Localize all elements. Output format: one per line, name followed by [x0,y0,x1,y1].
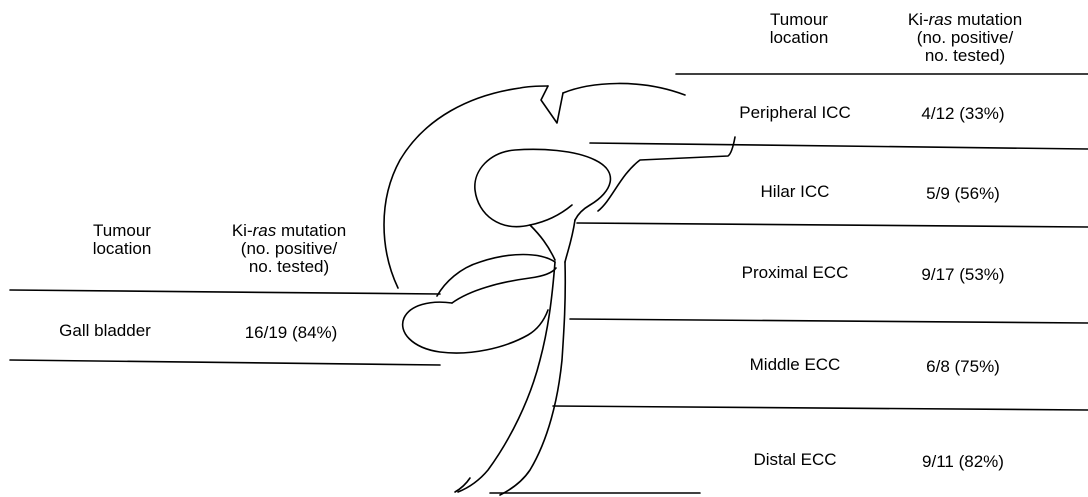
row-location: Middle ECC [722,355,868,374]
liver-notch [541,86,563,123]
right-hepatic-duct [565,220,575,262]
left-header-mutation-line2: (no. positive/ [208,240,370,258]
rule-right-3 [570,319,1088,323]
row-value: 9/17 (53%) [902,265,1024,284]
cbd-right [500,262,565,495]
rule-right-1 [590,143,1088,149]
row-location: Peripheral ICC [722,103,868,122]
rule-right-2 [577,223,1088,227]
row-value: 16/19 (84%) [226,323,356,342]
row-value: 6/8 (75%) [902,357,1024,376]
right-header-mutation-line3: no. tested) [884,47,1046,65]
right-header-mutation: Ki-ras mutation (no. positive/ no. teste… [884,11,1046,65]
right-hepatic-tail [598,137,735,211]
rule-left-top [10,290,440,294]
left-header-mutation: Ki-ras mutation (no. positive/ no. teste… [208,222,370,276]
left-header-location-line2: location [80,240,164,258]
row-location: Hilar ICC [722,182,868,201]
right-header-location: Tumour location [757,11,841,47]
row-location: Distal ECC [722,450,868,469]
rule-left-bottom [10,360,440,365]
liver-outline [384,86,548,288]
row-location: Proximal ECC [722,263,868,282]
gallbladder [403,302,548,353]
row-value: 9/11 (82%) [902,452,1024,471]
left-header-mutation-line1: Ki-ras mutation [208,222,370,240]
right-header-mutation-line2: (no. positive/ [884,29,1046,47]
right-header-location-line2: location [757,29,841,47]
cystic-duct-upper [437,255,555,297]
cystic-duct-lower [452,268,556,303]
rule-right-4 [553,406,1088,410]
row-location: Gall bladder [25,321,185,340]
hepatic-lobe [475,149,611,226]
left-header-location-line1: Tumour [80,222,164,240]
left-header-location: Tumour location [80,222,164,258]
cbd-left [458,262,555,492]
row-value: 5/9 (56%) [902,184,1024,203]
right-header-location-line1: Tumour [757,11,841,29]
right-lobe-arc [563,83,685,95]
row-value: 4/12 (33%) [902,104,1024,123]
left-header-mutation-line3: no. tested) [208,258,370,276]
right-header-mutation-line1: Ki-ras mutation [884,11,1046,29]
